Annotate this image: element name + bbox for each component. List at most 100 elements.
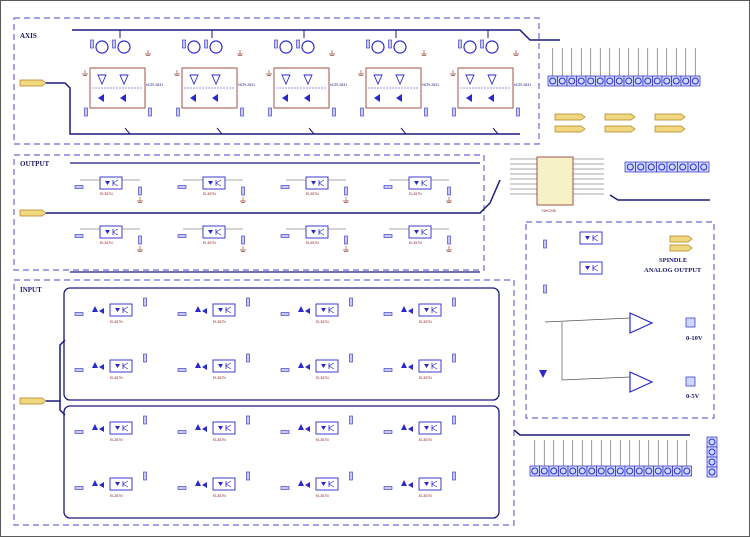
resistor xyxy=(452,471,456,481)
led-icon xyxy=(585,266,590,270)
el357n-optocoupler xyxy=(408,225,432,239)
screw-icon xyxy=(596,77,604,85)
component-label: EL357N xyxy=(306,241,319,245)
resistor xyxy=(452,415,456,425)
input-label: INPUT xyxy=(20,286,42,294)
el357n-input-optocoupler xyxy=(418,477,442,491)
component-label: EL357N xyxy=(100,192,113,196)
spindle-title-1: SPINDLE xyxy=(659,257,687,264)
resistor xyxy=(383,312,393,316)
transistor-icon xyxy=(279,40,293,54)
input-bus-box xyxy=(63,405,500,519)
resistor xyxy=(344,235,348,245)
resistor xyxy=(177,185,187,189)
wire xyxy=(122,427,129,432)
screw-icon xyxy=(689,163,697,171)
screw-icon xyxy=(568,77,576,85)
resistor xyxy=(447,186,451,196)
component-label: EL357N xyxy=(419,376,432,380)
led-icon xyxy=(414,181,419,185)
led-icon xyxy=(105,181,110,185)
led-icon xyxy=(374,94,380,102)
resistor xyxy=(138,186,142,196)
screw-icon xyxy=(654,467,662,475)
led-icon xyxy=(424,482,429,486)
resistor xyxy=(332,107,336,117)
el357n-input-optocoupler xyxy=(109,477,133,491)
led-icon xyxy=(321,364,326,368)
wire xyxy=(561,376,631,381)
led-icon xyxy=(190,94,196,102)
wire xyxy=(328,362,335,367)
tl431-icon xyxy=(539,370,547,378)
74hc245-ic xyxy=(536,156,574,206)
component-label: EL357N xyxy=(213,320,226,324)
led-icon xyxy=(99,308,104,314)
component-label: EL357N xyxy=(419,438,432,442)
resistor xyxy=(349,297,353,307)
led-icon xyxy=(115,482,120,486)
port-gnd xyxy=(654,113,686,121)
el357n-input-optocoupler xyxy=(315,303,339,317)
resistor xyxy=(112,39,116,49)
resistor xyxy=(143,297,147,307)
resistor xyxy=(90,39,94,49)
zener-icon xyxy=(401,362,407,368)
bus xyxy=(59,401,66,416)
out-0-5v-label: 0-5V xyxy=(686,393,700,400)
buffer-icon xyxy=(211,74,221,86)
wire xyxy=(112,231,119,236)
resistor xyxy=(241,186,245,196)
wire xyxy=(431,480,438,485)
component-label: EL357N xyxy=(110,494,123,498)
wire xyxy=(328,483,335,488)
bus xyxy=(46,339,66,402)
port-gnd2 xyxy=(654,125,686,133)
screw-icon xyxy=(645,467,653,475)
hcpl2631-ic xyxy=(89,67,146,109)
screw-icon xyxy=(637,163,645,171)
screw-icon xyxy=(615,77,623,85)
resistor xyxy=(543,239,547,249)
transistor-icon xyxy=(209,40,223,54)
led-icon xyxy=(424,364,429,368)
screw-icon xyxy=(700,163,708,171)
led-icon xyxy=(202,308,207,314)
wire xyxy=(215,182,222,187)
wire xyxy=(112,228,119,233)
wire xyxy=(215,228,222,233)
resistor xyxy=(176,107,180,117)
wire xyxy=(544,317,631,323)
wire xyxy=(225,362,232,367)
wire xyxy=(421,179,428,184)
screw-icon xyxy=(606,77,614,85)
resistor xyxy=(74,430,84,434)
jack-0-5v xyxy=(685,376,696,387)
out-0-10v-label: 0-10V xyxy=(686,335,703,342)
resistor xyxy=(280,234,290,238)
component-label: EL357N xyxy=(203,241,216,245)
wire xyxy=(215,231,222,236)
resistor xyxy=(84,107,88,117)
spindle-section-border xyxy=(525,221,715,419)
wire xyxy=(122,480,129,485)
led-icon xyxy=(212,94,218,102)
resistor xyxy=(280,430,290,434)
el357n-input-optocoupler xyxy=(212,421,236,435)
component-label: HCPL2631 xyxy=(238,83,255,87)
el357n-input-optocoupler xyxy=(212,477,236,491)
spindle-title-2: ANALOG OUTPUT xyxy=(644,267,702,274)
output-section-border xyxy=(13,154,485,271)
resistor xyxy=(177,368,187,372)
resistor xyxy=(280,185,290,189)
resistor xyxy=(280,486,290,490)
bus xyxy=(46,179,501,214)
buffer-icon xyxy=(189,74,199,86)
resistor xyxy=(177,430,187,434)
screw-icon xyxy=(708,458,716,466)
led-icon xyxy=(218,308,223,312)
resistor xyxy=(74,486,84,490)
resistor xyxy=(143,471,147,481)
el357n-input-optocoupler xyxy=(315,477,339,491)
led-icon xyxy=(311,230,316,234)
